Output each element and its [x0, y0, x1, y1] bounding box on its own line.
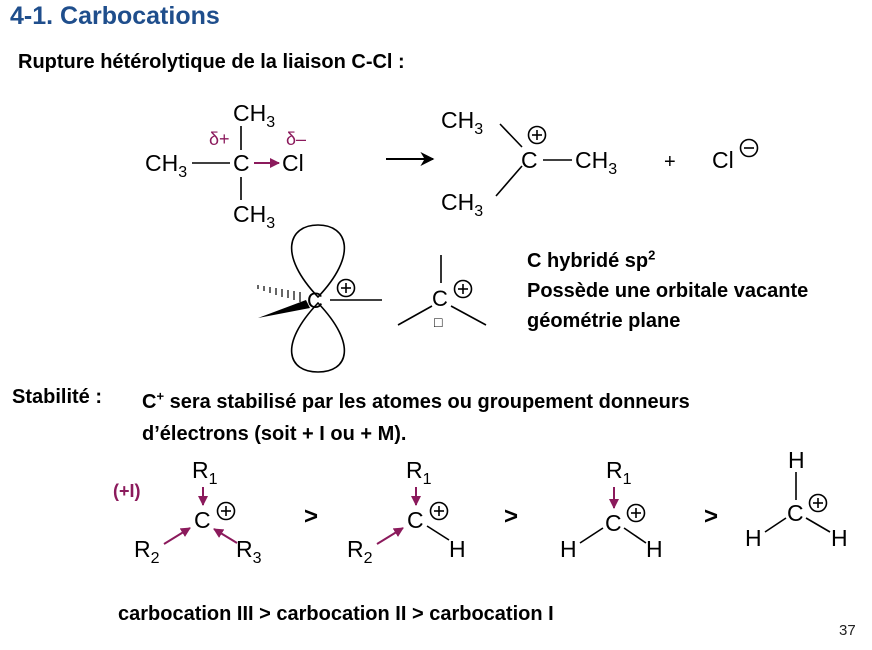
product-cation: CH3 C CH3 CH3 + Cl	[441, 107, 734, 220]
svg-text:H: H	[560, 536, 577, 562]
reactant-carbon: C	[233, 150, 250, 176]
svg-text:R2: R2	[347, 536, 373, 567]
slide-title: 4-1. Carbocations	[10, 2, 220, 30]
svg-text:H: H	[831, 525, 848, 551]
plus-sign: +	[664, 151, 676, 173]
product-ch3-upper: CH3	[441, 107, 483, 138]
orbital-lower-lobe	[290, 301, 346, 373]
svg-text:R1: R1	[192, 457, 218, 488]
stability-statement: C+ sera stabilisé par les atomes ou grou…	[142, 386, 690, 450]
greater-than-3: >	[704, 503, 718, 530]
carbocation-order: carbocation III > carbocation II > carbo…	[118, 603, 554, 625]
svg-text:R1: R1	[606, 457, 632, 488]
svg-text:H: H	[745, 525, 762, 551]
page-number: 37	[839, 622, 856, 639]
orbital-carbon: C	[307, 288, 323, 313]
svg-text:R1: R1	[406, 457, 432, 488]
inductive-effect-label: (+I)	[113, 481, 141, 501]
planar-carbon: C	[432, 286, 448, 311]
product-ch3-lower: CH3	[441, 189, 483, 220]
negative-charge-icon	[739, 138, 759, 158]
stability-line-2: d’électrons (soit + I ou + M).	[142, 423, 407, 445]
delta-plus: δ+	[209, 129, 230, 149]
property-hybridation: C hybridé sp2	[527, 247, 656, 272]
svg-text:C: C	[407, 507, 424, 533]
product-carbon: C	[521, 147, 538, 173]
greater-than-2: >	[504, 503, 518, 530]
p-orbital-drawing	[257, 224, 382, 373]
delta-minus: δ–	[286, 129, 306, 149]
chloride-ion: Cl	[712, 147, 734, 173]
vacancy-mark: □	[434, 314, 443, 330]
stability-label: Stabilité :	[12, 386, 103, 408]
reactant-ch3-top: CH3	[233, 100, 275, 131]
orbital-upper-lobe	[290, 224, 346, 299]
tertiary-carbocation: R1 C R2 R3	[134, 457, 262, 567]
property-orbital: Possède une orbitale vacante	[527, 280, 809, 302]
wedge-bond	[258, 300, 310, 318]
positive-charge-icon	[527, 125, 547, 145]
trigonal-planar-sketch	[397, 255, 487, 326]
reactant-chlorine: Cl	[282, 150, 304, 176]
svg-text:H: H	[788, 447, 805, 473]
carbocation-properties: C hybridé sp2 Possède une orbitale vacan…	[527, 246, 808, 336]
methyl-carbocation: H C H H	[745, 447, 848, 551]
reactant-ch3-left: CH3	[145, 150, 187, 181]
secondary-carbocation: R1 C R2 H	[347, 457, 466, 567]
section-subtitle: Rupture hétérolytique de la liaison C-Cl…	[18, 51, 405, 73]
svg-text:C: C	[194, 507, 211, 533]
product-ch3-right: CH3	[575, 147, 617, 178]
primary-carbocation: R1 C H H	[560, 457, 663, 562]
svg-text:H: H	[646, 536, 663, 562]
greater-than-1: >	[304, 503, 318, 530]
svg-text:C: C	[787, 500, 804, 526]
property-plane: géométrie plane	[527, 310, 681, 332]
svg-text:R2: R2	[134, 536, 160, 567]
svg-text:R3: R3	[236, 536, 262, 567]
svg-text:C: C	[605, 510, 622, 536]
reactant-molecule: CH3 CH3 C Cl CH3 δ+ δ–	[145, 100, 306, 232]
stability-line-1: C+ sera stabilisé par les atomes ou grou…	[142, 388, 690, 413]
svg-text:H: H	[449, 536, 466, 562]
reactant-ch3-bottom: CH3	[233, 201, 275, 232]
